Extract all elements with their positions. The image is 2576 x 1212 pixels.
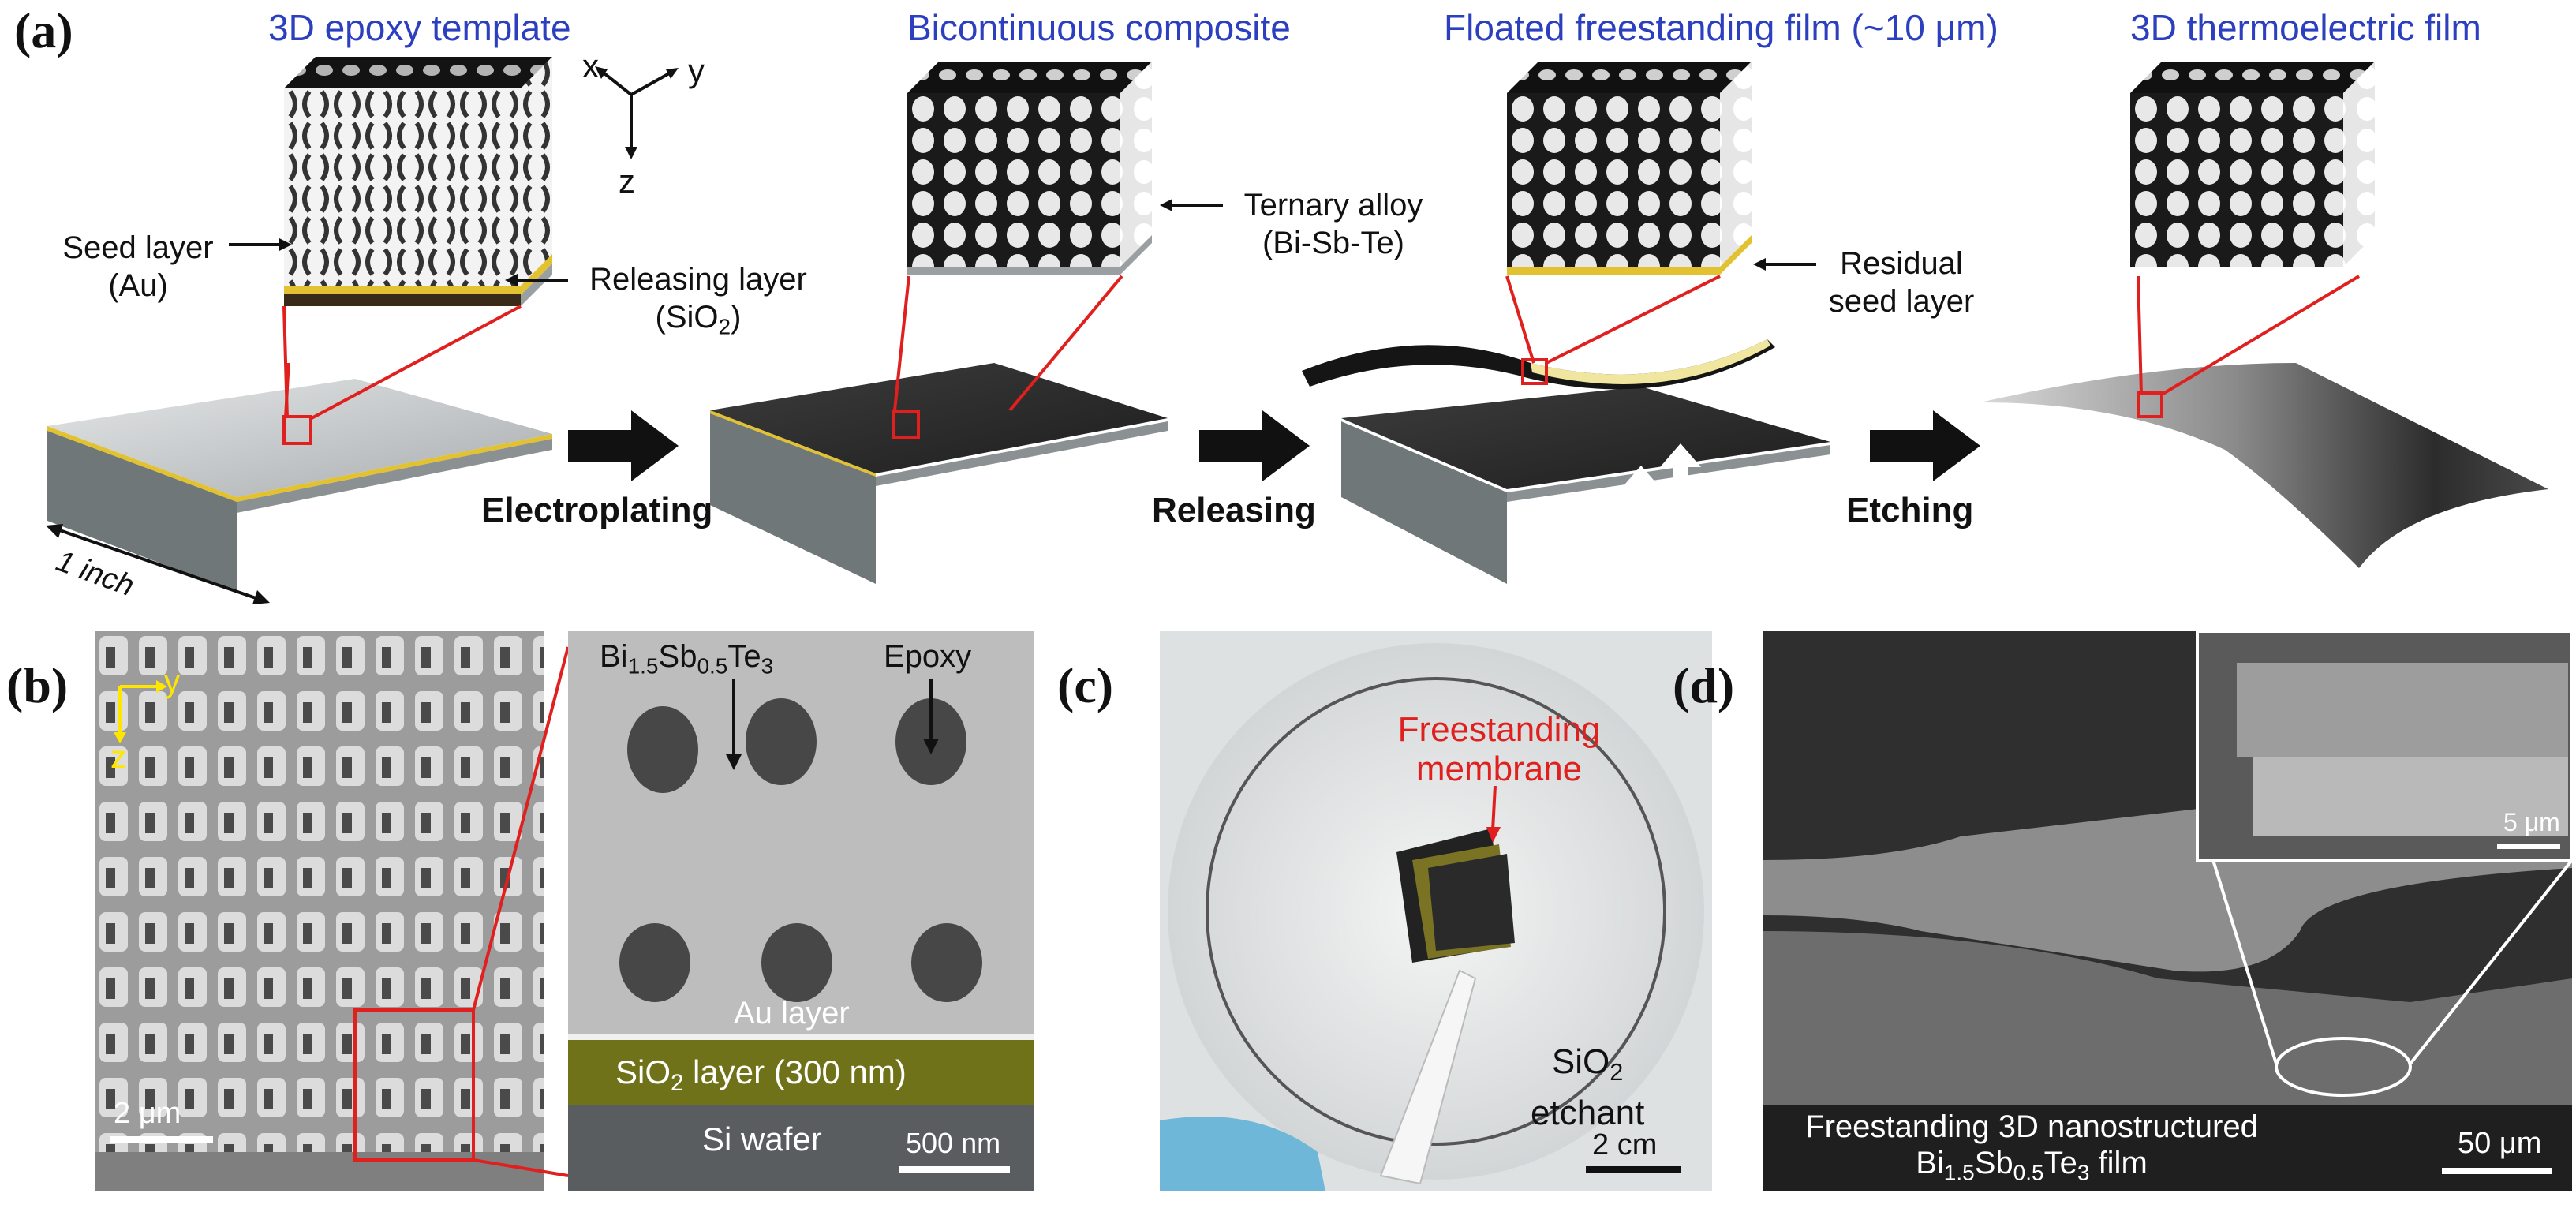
sem-axis-y: y [164,664,180,699]
step-etching: Etching [1846,491,1974,529]
sem-cross-section-detail: Bi1.5Sb0.5Te3 Epoxy Au layer SiO2 layer … [568,631,1034,1191]
panel-a-label: (a) [14,2,73,58]
composite-sheet [710,363,1168,584]
stage-title-thermoelectric-film: 3D thermoelectric film [2130,7,2481,48]
sem-scale-right: 500 nm [906,1127,1001,1159]
zoom-lines-1 [282,305,522,420]
label-epoxy: Epoxy [884,639,972,674]
curved-thermoelectric-film [1980,363,2548,568]
epoxy-template-cube [284,57,552,306]
inset-scale: 5 μm [2503,808,2560,836]
process-arrow-1 [568,410,679,481]
freestanding-film-cube [1507,62,1752,275]
membrane-pointer-arrow [1486,786,1501,843]
ternary-alloy-arrow [1160,199,1223,211]
label-sio2-layer: SiO2 layer (300 nm) [615,1053,907,1096]
sem-overview-texture [95,631,544,1191]
axis-y-label: y [688,52,705,89]
substrate-sheet-1 [47,363,552,592]
process-arrow-2 [1199,410,1310,481]
sem-cross-section-overview: y z 2 μm [95,631,544,1191]
size-arrow [46,524,270,604]
step-electroplating: Electroplating [481,491,713,529]
zoom-lines-4 [2137,275,2361,396]
label-au-layer: Au layer [734,996,850,1031]
axis-z-label: z [619,163,635,200]
sem-detail-texture [568,631,1034,1191]
stage-title-freestanding-film: Floated freestanding film (~10 μm) [1444,7,1998,48]
petri-dish-graphic [1160,643,1704,1191]
panel-b-pointer-arrows [726,679,939,770]
panel-b-label: (b) [6,657,69,713]
residual-seed-label: Residual seed layer [1828,246,1975,319]
stage-title-bicontinuous-composite: Bicontinuous composite [907,7,1291,48]
thermoelectric-film-cube [2130,62,2375,267]
sem-film-graphic [1763,631,2572,1191]
panel-d-label: (d) [1673,657,1735,713]
composite-cube [907,62,1152,275]
panel-c-label: (c) [1057,657,1114,713]
petri-dish-photo: Freestanding membrane SiO2 etchant 2 cm [1160,631,1712,1191]
releasing-layer-label: Releasing layer (SiO2) [589,262,807,339]
zoom-lines-3 [1505,275,1721,365]
residual-seed-arrow [1753,258,1816,271]
zoom-lines-2 [893,275,1123,412]
sem-scale-left: 2 μm [114,1097,181,1130]
film-caption: Freestanding 3D nanostructured Bi1.5Sb0.… [1805,1109,2258,1185]
label-freestanding-membrane: Freestanding membrane [1397,710,1601,788]
panel-b-zoom-lines [472,646,570,1177]
ternary-alloy-label: Ternary alloy (Bi-Sb-Te) [1243,188,1423,260]
step-releasing: Releasing [1152,491,1316,529]
stage-title-epoxy-template: 3D epoxy template [268,7,571,48]
sem-axis-z: z [110,740,126,775]
xyz-axes-indicator [595,66,679,159]
releasing-sheet [1302,339,1830,584]
releasing-layer-arrow [505,274,568,286]
label-bisbte: Bi1.5Sb0.5Te3 [600,639,774,679]
seed-layer-arrow [229,238,292,251]
seed-layer-label: Seed layer (Au) [62,230,214,303]
sem-freestanding-film: 5 μm Freestanding 3D nanostructured Bi1.… [1763,631,2572,1191]
axis-x-label: x [582,47,599,84]
film-scale: 50 μm [2458,1127,2542,1160]
label-si-wafer: Si wafer [702,1120,822,1158]
photo-scale: 2 cm [1592,1128,1658,1162]
label-sio2-etchant: SiO2 etchant [1531,1042,1645,1133]
process-arrow-3 [1870,410,1980,481]
